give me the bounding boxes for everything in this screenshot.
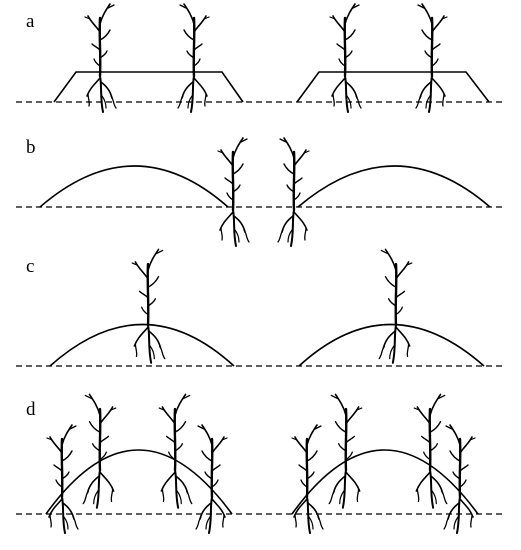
plant-a-4 — [415, 3, 448, 113]
plants-c — [131, 248, 413, 364]
plant-d-4 — [195, 424, 228, 534]
plant-a-3 — [329, 3, 362, 113]
plant-d-3 — [158, 393, 193, 509]
plant-d-2 — [82, 393, 117, 509]
panel-label-d: d — [26, 399, 36, 420]
ridge-d-right — [291, 449, 479, 515]
plant-b-1 — [217, 137, 250, 247]
plant-d-5 — [291, 424, 324, 534]
panel-label-b: b — [26, 137, 36, 158]
ridge-b-right — [297, 165, 491, 208]
plant-c-1 — [131, 248, 166, 364]
plant-d-6 — [328, 393, 363, 509]
panel-label-c: c — [26, 256, 34, 277]
ridge-c-left — [49, 323, 235, 367]
plant-b-2 — [277, 137, 310, 247]
plant-d-7 — [413, 393, 448, 509]
plants-d — [46, 393, 476, 534]
ridge-d-left — [45, 449, 233, 515]
ridge-a-left — [53, 71, 244, 103]
panel-a — [16, 3, 504, 113]
ridge-c-right — [298, 323, 485, 367]
plant-d-8 — [443, 424, 476, 534]
plant-a-1 — [84, 3, 117, 113]
panel-label-a: a — [26, 11, 35, 32]
panel-d — [16, 393, 504, 534]
panel-b — [16, 137, 504, 247]
plant-d-1 — [46, 424, 79, 534]
plants-a — [84, 3, 448, 113]
ridge-b-left — [39, 165, 229, 208]
plants-b — [217, 137, 310, 247]
plant-a-2 — [177, 3, 210, 113]
plant-c-2 — [378, 248, 413, 364]
panel-c — [16, 248, 504, 367]
ridge-a-right — [296, 71, 490, 103]
